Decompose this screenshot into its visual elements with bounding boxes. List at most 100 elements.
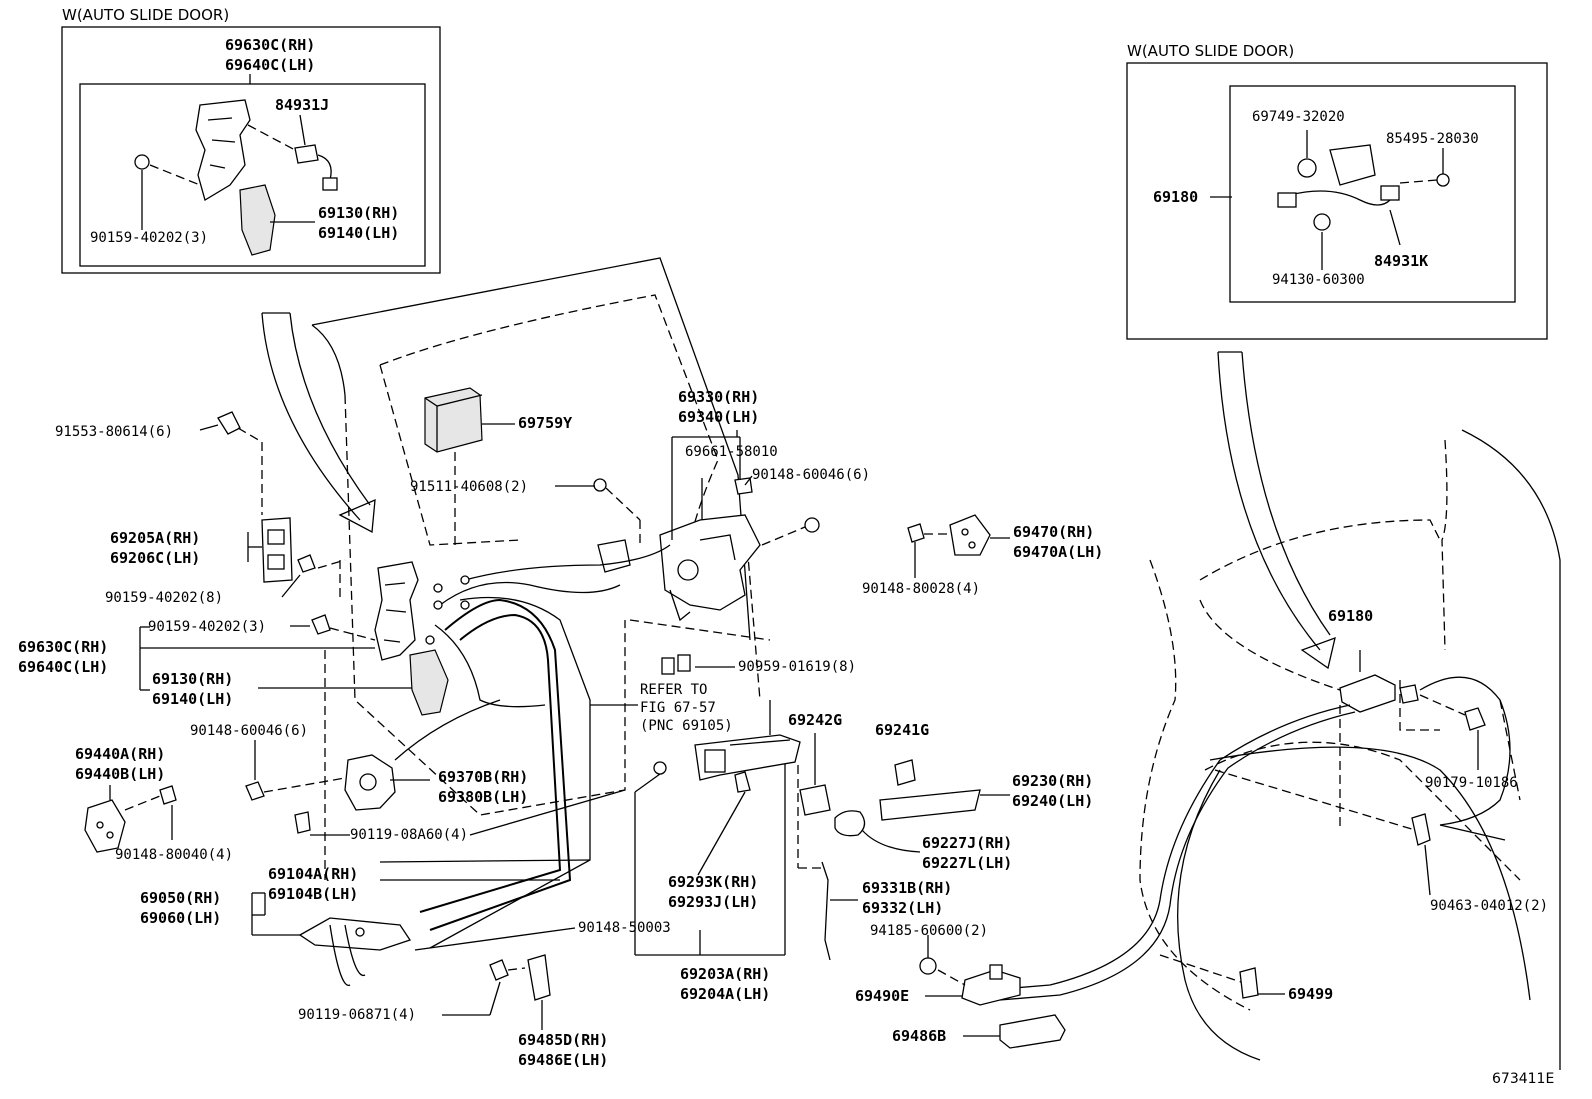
release-actuator-icon: [1329, 144, 1376, 186]
label-90159-40202-3-inset: 90159-40202(3): [90, 230, 208, 246]
label-69340-LH: 69340(LH): [678, 408, 759, 426]
lower-lock-assembly: [245, 699, 501, 836]
label-69661-58010: 69661-58010: [685, 444, 778, 460]
label-69204A-LH: 69204A(LH): [680, 985, 770, 1003]
lid-bumper-icon: [1239, 967, 1259, 999]
label-90148-80028-4: 90148-80028(4): [862, 581, 980, 597]
label-69332-LH: 69332(LH): [862, 899, 943, 917]
label-69130-RH-inset: 69130(RH): [318, 204, 399, 222]
screw-icon: [134, 154, 150, 170]
label-69499: 69499: [1288, 985, 1333, 1003]
view-arrow-left-icon: [261, 312, 361, 521]
power-closer-assembly: [593, 430, 820, 622]
clip-icon: [1411, 813, 1431, 846]
outside-handle-icon: [879, 789, 981, 821]
striker-assembly: [199, 411, 346, 598]
clip-set: [661, 654, 735, 675]
label-90119-08A60-4: 90119-08A60(4): [350, 827, 468, 843]
door-lock-motor-icon: [409, 649, 449, 716]
label-69485D-RH: 69485D(RH): [518, 1031, 608, 1049]
right-inset-inner-frame: [1229, 85, 1516, 303]
clamp-icon: [1297, 158, 1317, 178]
control-rod: [797, 765, 858, 961]
label-90148-80040-4: 90148-80040(4): [115, 847, 233, 863]
vehicle-body-outline: [1139, 429, 1561, 1070]
label-90148-50003: 90148-50003: [578, 920, 671, 936]
label-69640C-LH-inset: 69640C(LH): [225, 56, 315, 74]
label-69440A-RH: 69440A(RH): [75, 745, 165, 763]
release-actuator-icon: [1339, 674, 1396, 713]
door-lock-bracket-icon: [195, 99, 251, 201]
door-lock-motor-icon: [239, 184, 276, 256]
label-69180-inset: 69180: [1153, 188, 1198, 206]
label-69293K-RH: 69293K(RH): [668, 873, 758, 891]
clip-icon: [919, 957, 937, 975]
label-69640C-LH: 69640C(LH): [18, 658, 108, 676]
label-90179-10186: 90179-10186: [1425, 775, 1518, 791]
control-module-69759Y: [424, 387, 515, 545]
view-arrow-right-icon: [1217, 351, 1321, 651]
label-69470A-LH: 69470A(LH): [1013, 543, 1103, 561]
label-refer-fig: FIG 67-57: [640, 700, 716, 716]
label-69104A-RH: 69104A(RH): [268, 865, 358, 883]
nut-icon: [1313, 213, 1331, 231]
connector-icon: [1277, 192, 1297, 208]
label-69140-LH-inset: 69140(LH): [318, 224, 399, 242]
roller-hinge: [907, 514, 1010, 578]
left-inset-frame: [61, 26, 441, 274]
handle-pad-icon: [799, 784, 831, 816]
lower-hinge-icon: [298, 917, 412, 951]
opener-cover-icon: [999, 1014, 1066, 1049]
label-69330-RH: 69330(RH): [678, 388, 759, 406]
label-69331B-RH: 69331B(RH): [862, 879, 952, 897]
handle-cap-icon: [834, 810, 866, 837]
clip-icon: [489, 959, 509, 981]
label-69440B-LH: 69440B(LH): [75, 765, 165, 783]
control-module-icon: [424, 387, 483, 453]
hinge-plate: [84, 785, 177, 853]
label-85495-28030: 85495-28030: [1386, 131, 1479, 147]
control-rod-icon: [821, 861, 831, 961]
right-inset-title: W(AUTO SLIDE DOOR): [1127, 42, 1294, 60]
right-inset: W(AUTO SLIDE DOOR) 69749-32020 85495-280…: [1126, 42, 1548, 340]
bolt-icon: [593, 478, 607, 492]
label-69486E-LH: 69486E(LH): [518, 1051, 608, 1069]
bolt-icon: [804, 517, 820, 533]
handle-cover-icon: [894, 759, 916, 786]
label-69203A-RH: 69203A(RH): [680, 965, 770, 983]
rear-release-assembly: [989, 650, 1486, 1001]
label-69241G: 69241G: [875, 721, 929, 739]
bolt-icon: [1436, 173, 1450, 187]
label-69206C-LH: 69206C(LH): [110, 549, 200, 567]
door-cables: [419, 544, 671, 949]
label-69242G: 69242G: [788, 711, 842, 729]
label-69180: 69180: [1328, 607, 1373, 625]
screw-icon: [297, 554, 316, 573]
left-inset-inner-frame: [79, 83, 426, 267]
hinge-plate-icon: [84, 799, 126, 853]
bolt-icon: [217, 411, 241, 435]
label-refer-to: REFER TO: [640, 682, 707, 698]
guide-icon: [527, 954, 551, 1001]
label-91511-40608-2: 91511-40608(2): [410, 479, 528, 495]
label-90159-40202-8: 90159-40202(8): [105, 590, 223, 606]
door-lock-main: [139, 560, 470, 880]
label-refer-pnc: (PNC 69105): [640, 718, 733, 734]
figure-id: 673411E: [1492, 1071, 1554, 1087]
label-69227J-RH: 69227J(RH): [922, 834, 1012, 852]
label-69380B-LH: 69380B(LH): [438, 788, 528, 806]
label-90119-06871-4: 90119-06871(4): [298, 1007, 416, 1023]
closer-motor-icon: [659, 514, 761, 611]
bottom-small-parts: [442, 954, 551, 1030]
label-90159-40202-3: 90159-40202(3): [148, 619, 266, 635]
screw-icon: [311, 614, 331, 635]
label-69759Y: 69759Y: [518, 414, 572, 432]
screw-icon: [653, 761, 667, 775]
label-69060-LH: 69060(LH): [140, 909, 221, 927]
left-inset-title: W(AUTO SLIDE DOOR): [62, 6, 229, 24]
label-90148-60046-6-mid: 90148-60046(6): [190, 723, 308, 739]
label-84931J: 84931J: [275, 96, 329, 114]
label-69140-LH: 69140(LH): [152, 690, 233, 708]
bolt-icon: [294, 811, 311, 834]
